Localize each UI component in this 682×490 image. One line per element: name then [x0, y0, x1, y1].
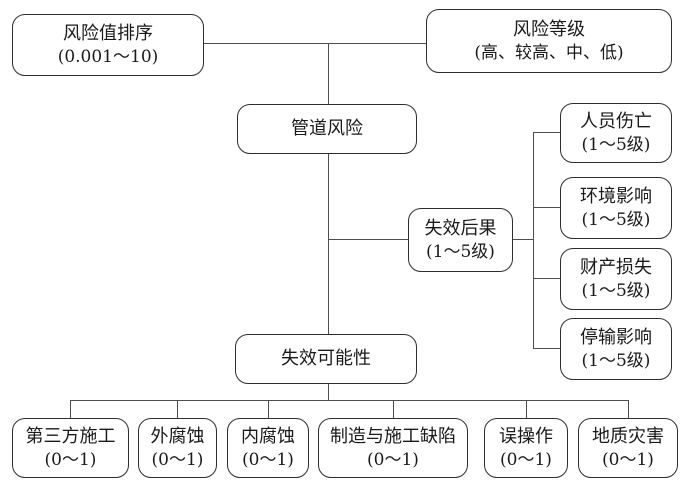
node-manufacturing-construction-defect: 制造与施工缺陷 (0～1) — [318, 418, 468, 478]
node-external-corrosion: 外腐蚀 (0～1) — [138, 418, 217, 478]
node-label: 风险等级 — [513, 19, 585, 41]
connector-right-branch-vertical — [533, 132, 535, 349]
node-sublabel: (高、较高、中、低) — [474, 42, 624, 63]
connector-stub-manufacturing — [393, 400, 395, 418]
node-sublabel: (0～1) — [242, 449, 294, 470]
node-sublabel: (0～1) — [500, 449, 552, 470]
node-failure-likelihood: 失效可能性 — [235, 334, 417, 384]
connector-stub-environment — [533, 207, 560, 209]
node-label: 失效后果 — [424, 218, 497, 240]
node-label: 风险值排序 — [63, 23, 153, 45]
node-sublabel: (1～5级) — [581, 209, 651, 230]
connector-stub-third-party — [70, 400, 72, 418]
connector-consequence-to-branch — [513, 239, 533, 241]
node-sublabel: (0.001～10) — [57, 46, 159, 67]
connector-top-horizontal — [204, 43, 426, 45]
node-label: 失效可能性 — [281, 348, 371, 370]
connector-stub-geological — [628, 400, 630, 418]
node-label: 停输影响 — [580, 327, 652, 349]
node-risk-value-ranking: 风险值排序 (0.001～10) — [12, 14, 204, 76]
node-label: 误操作 — [499, 426, 553, 448]
node-label: 第三方施工 — [25, 426, 116, 448]
connector-stub-internal-corrosion — [268, 400, 270, 418]
node-label: 外腐蚀 — [150, 426, 205, 448]
node-label: 管道风险 — [291, 118, 363, 140]
node-pipeline-risk: 管道风险 — [237, 104, 417, 154]
connector-top-to-pipeline — [328, 43, 330, 104]
node-shutdown-impact: 停输影响 (1～5级) — [560, 318, 672, 380]
node-label: 地质灾害 — [592, 426, 664, 448]
connector-stub-property — [533, 278, 560, 280]
node-sublabel: (1～5级) — [581, 134, 651, 155]
node-sublabel: (1～5级) — [581, 350, 651, 371]
connector-bottom-horizontal — [70, 400, 629, 402]
node-environment-impact: 环境影响 (1～5级) — [560, 177, 672, 239]
node-sublabel: (0～1) — [602, 449, 654, 470]
node-sublabel: (0～1) — [151, 449, 204, 470]
connector-likelihood-down — [328, 384, 330, 401]
node-geological-hazard: 地质灾害 (0～1) — [578, 418, 678, 478]
node-sublabel: (1～5级) — [581, 280, 651, 301]
connector-stub-external-corrosion — [177, 400, 179, 418]
node-label: 财产损失 — [580, 257, 652, 279]
node-misoperation: 误操作 (0～1) — [484, 418, 568, 478]
node-label: 环境影响 — [580, 186, 652, 208]
node-casualty: 人员伤亡 (1～5级) — [560, 103, 672, 163]
connector-stub-shutdown — [533, 348, 560, 350]
connector-stub-misoperation — [526, 400, 528, 418]
connector-trunk-to-consequence — [328, 239, 408, 241]
node-sublabel: (0～1) — [44, 449, 97, 470]
node-third-party-construction: 第三方施工 (0～1) — [12, 418, 129, 478]
node-failure-consequence: 失效后果 (1～5级) — [408, 208, 513, 272]
connector-trunk-vertical — [328, 154, 330, 334]
node-sublabel: (0～1) — [367, 449, 419, 470]
node-property-loss: 财产损失 (1～5级) — [560, 248, 672, 310]
node-label: 人员伤亡 — [580, 111, 652, 133]
node-risk-level: 风险等级 (高、较高、中、低) — [426, 9, 672, 73]
node-label: 制造与施工缺陷 — [330, 426, 456, 448]
connector-stub-casualty — [533, 132, 560, 134]
node-internal-corrosion: 内腐蚀 (0～1) — [227, 418, 309, 478]
node-sublabel: (1～5级) — [426, 241, 495, 262]
node-label: 内腐蚀 — [241, 426, 295, 448]
